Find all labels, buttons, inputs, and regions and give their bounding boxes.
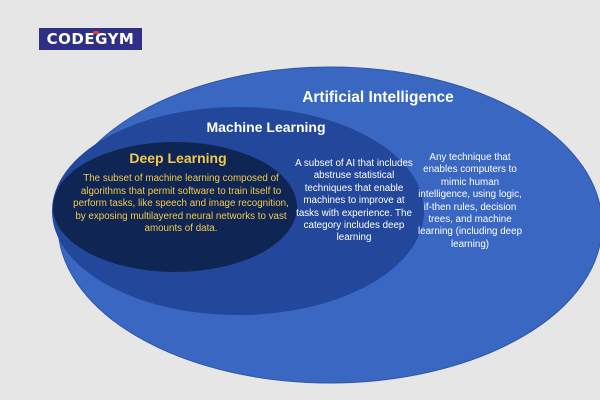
ml-description: A subset of AI that includes abstruse st…: [295, 158, 413, 244]
dl-ellipse: [53, 142, 297, 272]
ml-title: Machine Learning: [206, 119, 326, 135]
ai-title: Artificial Intelligence: [302, 89, 454, 106]
logo-text: CODEGYM: [46, 30, 135, 48]
ai-description: Any technique that enables computers to …: [417, 152, 523, 250]
dl-title: Deep Learning: [129, 150, 227, 166]
codegym-logo: CODEGYM: [39, 28, 142, 50]
dl-description: The subset of machine learning composed …: [73, 173, 289, 234]
logo-accent-mark: [93, 31, 99, 34]
